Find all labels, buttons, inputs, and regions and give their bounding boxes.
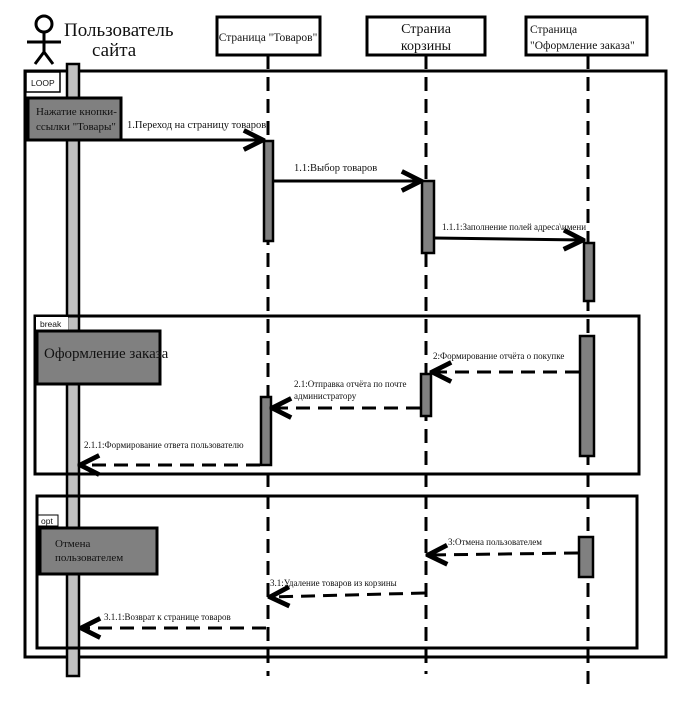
opt-frame xyxy=(35,494,639,650)
lifeline-checkout-label-line2: "Оформление заказа" xyxy=(530,40,635,52)
message-2-1-label-line1: 2.1:Отправка отчёта по почте xyxy=(294,379,406,389)
break-guard-label: Оформление заказа xyxy=(44,346,169,362)
message-3-1-label: 3.1:Удаление товаров из корзины xyxy=(270,578,397,588)
lifeline-cart-label-line2: корзины xyxy=(401,39,452,54)
loop-guard-line2: ссылки "Товары" xyxy=(36,121,116,133)
actor-label-line1: Пользователь xyxy=(64,20,174,41)
activation-checkout-3 xyxy=(577,535,595,579)
loop-guard-line1: Нажатие кнопки- xyxy=(36,106,117,118)
opt-guard-line1: Отмена xyxy=(55,538,90,550)
activation-goods-2 xyxy=(259,395,273,467)
message-1-1-1-label: 1.1.1:Заполнение полей адреса\имени xyxy=(442,222,586,232)
break-frame xyxy=(33,314,641,476)
actor-label-line2: сайта xyxy=(92,40,137,61)
lifeline-goods-head: Страница "Товаров" xyxy=(215,15,322,57)
message-1-1-label: 1.1:Выбор товаров xyxy=(294,163,377,174)
activation-checkout-2 xyxy=(578,334,596,458)
loop-operator-box xyxy=(25,71,61,93)
break-operator-label: break xyxy=(40,319,62,329)
opt-guard-box xyxy=(38,526,159,576)
message-2-label: 2:Формирование отчёта о покупке xyxy=(433,351,564,361)
message-3-label: 3:Отмена пользователем xyxy=(448,537,542,547)
stick-figure-icon xyxy=(27,14,61,65)
activation-cart-1 xyxy=(420,179,436,255)
loop-frame xyxy=(23,69,668,659)
message-3-arrow xyxy=(428,553,579,555)
lifeline-cart-head: Страниа корзины xyxy=(365,15,487,57)
activation-checkout-1 xyxy=(582,241,596,303)
message-3-1-1-label: 3.1.1:Возврат к странице товаров xyxy=(104,612,231,622)
opt-operator-label: opt xyxy=(41,516,53,526)
message-2-1-1-label: 2.1.1:Формирование ответа пользователю xyxy=(84,440,244,450)
loop-operator-label: LOOP xyxy=(31,78,55,88)
actor: Пользователь сайта xyxy=(27,14,174,65)
lifeline-goods-label: Страница "Товаров" xyxy=(219,32,318,44)
message-1-1-1-arrow xyxy=(433,238,583,240)
activation-goods-1 xyxy=(262,139,275,243)
message-3-1-arrow xyxy=(270,593,426,597)
loop-guard-box xyxy=(26,96,123,142)
break-operator-box xyxy=(36,317,68,330)
lifeline-checkout-label-line1: Страница xyxy=(530,24,577,36)
opt-operator-box xyxy=(37,514,59,527)
message-2-1-label-line2: администратору xyxy=(294,391,357,401)
break-guard-box xyxy=(35,329,162,386)
opt-guard-line2: пользователем xyxy=(55,552,123,564)
message-1-label: 1.Переход на страницу товаров xyxy=(127,120,266,131)
lifeline-cart-label-line1: Страниа xyxy=(401,22,452,37)
lifeline-checkout-head: Страница "Оформление заказа" xyxy=(524,15,649,57)
activation-cart-2 xyxy=(419,372,433,418)
